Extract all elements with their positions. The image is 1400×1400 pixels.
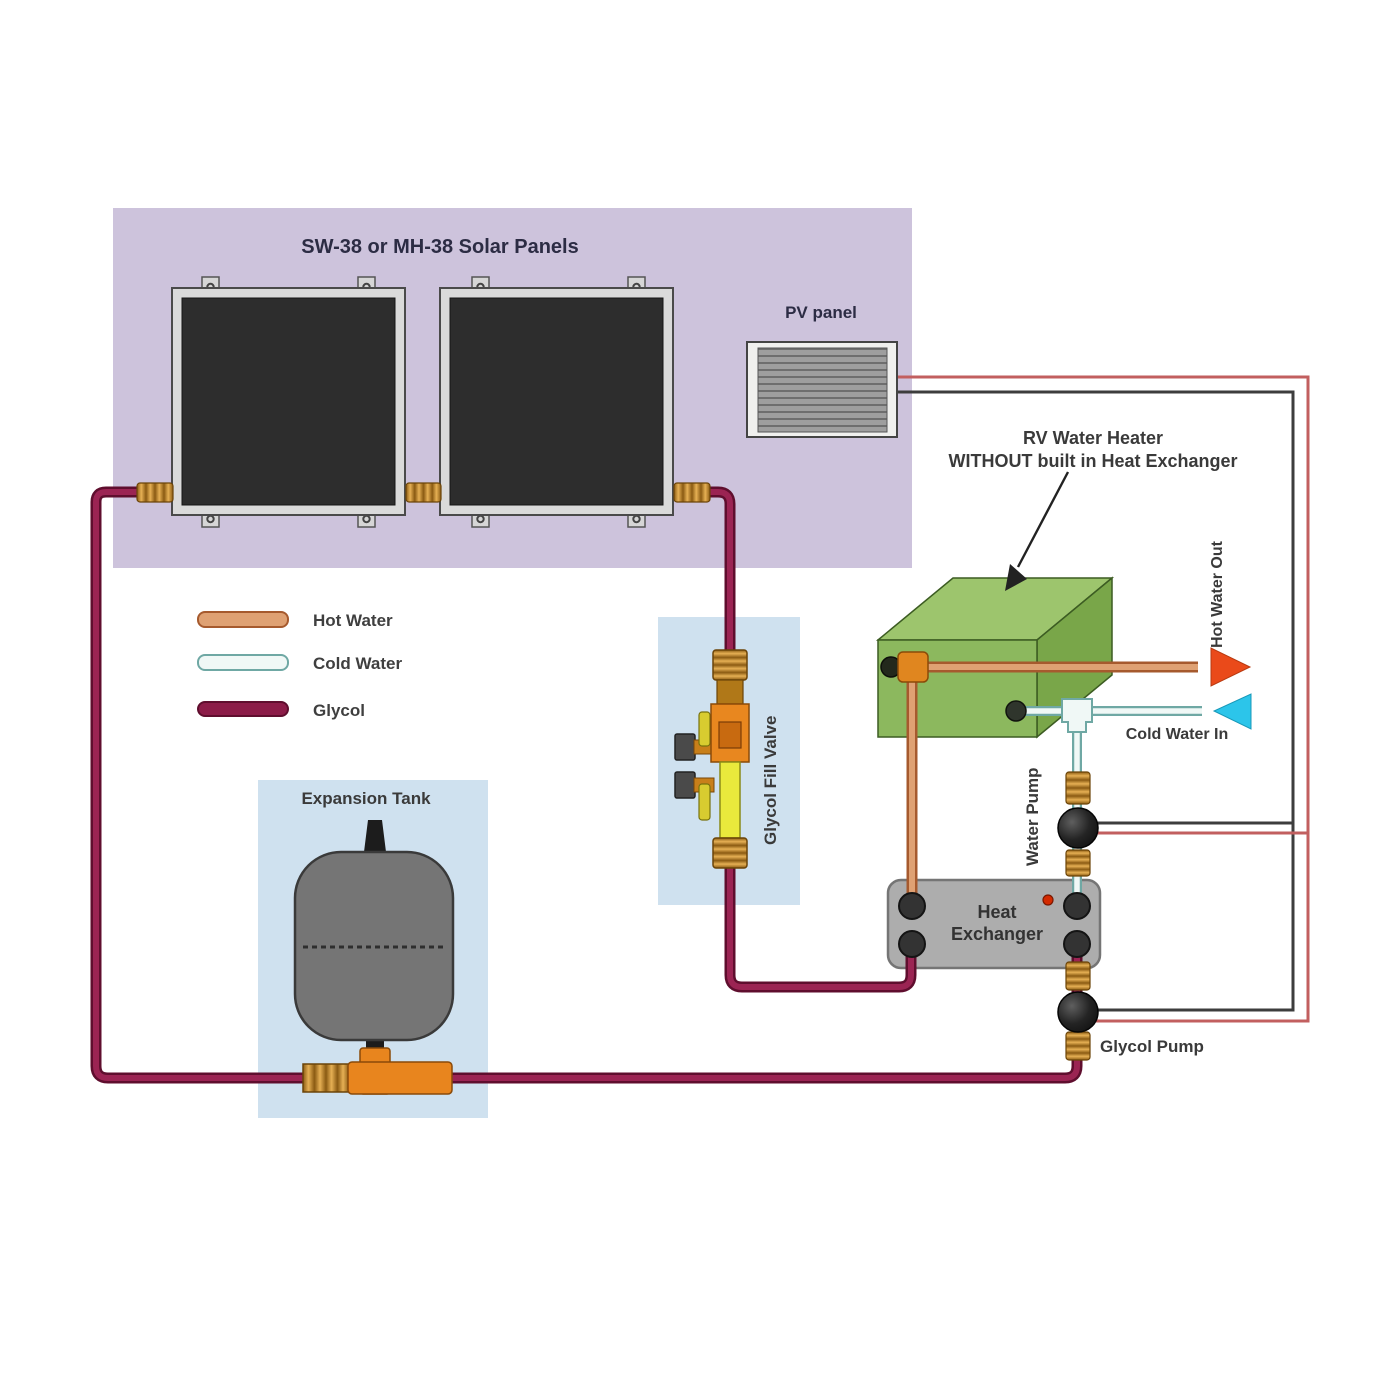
valve-handle-upper (698, 711, 711, 747)
valve-collar (716, 679, 744, 705)
expansion-tank-label: Expansion Tank (301, 789, 431, 808)
brass-union-fitting (405, 482, 442, 503)
pv-wire-black (893, 390, 1295, 1012)
cold-water-in-label: Cold Water In (1126, 726, 1229, 743)
legend-swatch-glycol (197, 701, 289, 717)
glycol-pump (1057, 961, 1099, 1061)
valve-bottom-nut (712, 837, 748, 869)
valve-body-detail (718, 721, 742, 749)
legend-label-glycol: Glycol (313, 701, 365, 720)
brass-fitting-left (136, 482, 174, 503)
tank-body (293, 850, 455, 1042)
water-pump-label: Water Pump (1023, 767, 1042, 866)
tank-air-valve (364, 820, 386, 852)
solar-panel-right-glass (449, 297, 664, 506)
cold-water-tee (1061, 698, 1093, 733)
valve-cap-upper (674, 733, 696, 761)
water-pump-body (1057, 807, 1099, 849)
legend: Hot Water Cold Water Glycol (197, 611, 402, 720)
brass-fitting-right (673, 482, 711, 503)
glycol-pipe-supply (708, 489, 914, 990)
glycol-pump-bottom-fitting (1065, 1031, 1091, 1061)
legend-swatch-cold-water (197, 654, 289, 671)
glycol-pump-body (1057, 991, 1099, 1033)
expansion-tank (293, 820, 455, 1095)
heat-exchanger-ports (898, 892, 1091, 958)
pv-wiring (893, 375, 1310, 1023)
pv-panel-cells (757, 347, 888, 433)
heat-exchanger-port (898, 892, 926, 920)
heat-exchanger-port (1063, 892, 1091, 920)
heat-exchanger-port (1063, 930, 1091, 958)
rv-water-heater (875, 576, 1115, 739)
solar-panel-left-glass (181, 297, 396, 506)
valve-cap-lower (674, 771, 696, 799)
glycol-pipe-loop-casing (90, 486, 1083, 1084)
heat-exchanger-port (898, 930, 926, 958)
legend-swatch-hot-water (197, 611, 289, 628)
pv-wire-red (893, 375, 1310, 1023)
pv-panel (746, 341, 898, 438)
hot-water-elbow-fitting (897, 651, 929, 683)
hot-water-out-label: Hot Water Out (1209, 540, 1226, 648)
glycol-piping (90, 486, 1083, 1084)
heater-cold-port (1005, 700, 1027, 722)
legend-label-cold-water: Cold Water (313, 654, 402, 673)
water-heater-label-line2: WITHOUT built in Heat Exchanger (948, 451, 1237, 471)
cold-water-in-arrow (1212, 693, 1252, 730)
solar-array-title: SW-38 or MH-38 Solar Panels (301, 236, 578, 258)
heat-exchanger-label-line1: Heat (977, 902, 1016, 922)
heat-exchanger-indicator-dot (1042, 894, 1054, 906)
tank-tee-nut-left (302, 1063, 350, 1093)
pv-panel-label: PV panel (785, 303, 857, 322)
glycol-pipe-loop (93, 489, 1080, 1081)
valve-sight-glass (719, 761, 741, 839)
glycol-pump-label: Glycol Pump (1100, 1037, 1204, 1056)
valve-handle-lower (698, 783, 711, 821)
water-pump-bottom-fitting (1065, 849, 1091, 877)
water-pump-top-fitting (1065, 771, 1091, 805)
glycol-fill-valve (674, 649, 750, 869)
hot-water-piping (880, 651, 1198, 898)
valve-top-nut (712, 649, 748, 681)
heater-annotation-arrow (1005, 471, 1070, 591)
water-pump (1057, 771, 1099, 877)
heat-exchanger-label-line2: Exchanger (951, 924, 1043, 944)
glycol-pump-top-fitting (1065, 961, 1091, 991)
water-heater-label-line1: RV Water Heater (1023, 428, 1163, 448)
legend-label-hot-water: Hot Water (313, 611, 393, 630)
tank-tee-fitting (347, 1061, 453, 1095)
hot-water-out-arrow (1210, 647, 1252, 687)
glycol-fill-valve-label: Glycol Fill Valve (761, 716, 780, 845)
solar-panel-array (136, 276, 711, 528)
